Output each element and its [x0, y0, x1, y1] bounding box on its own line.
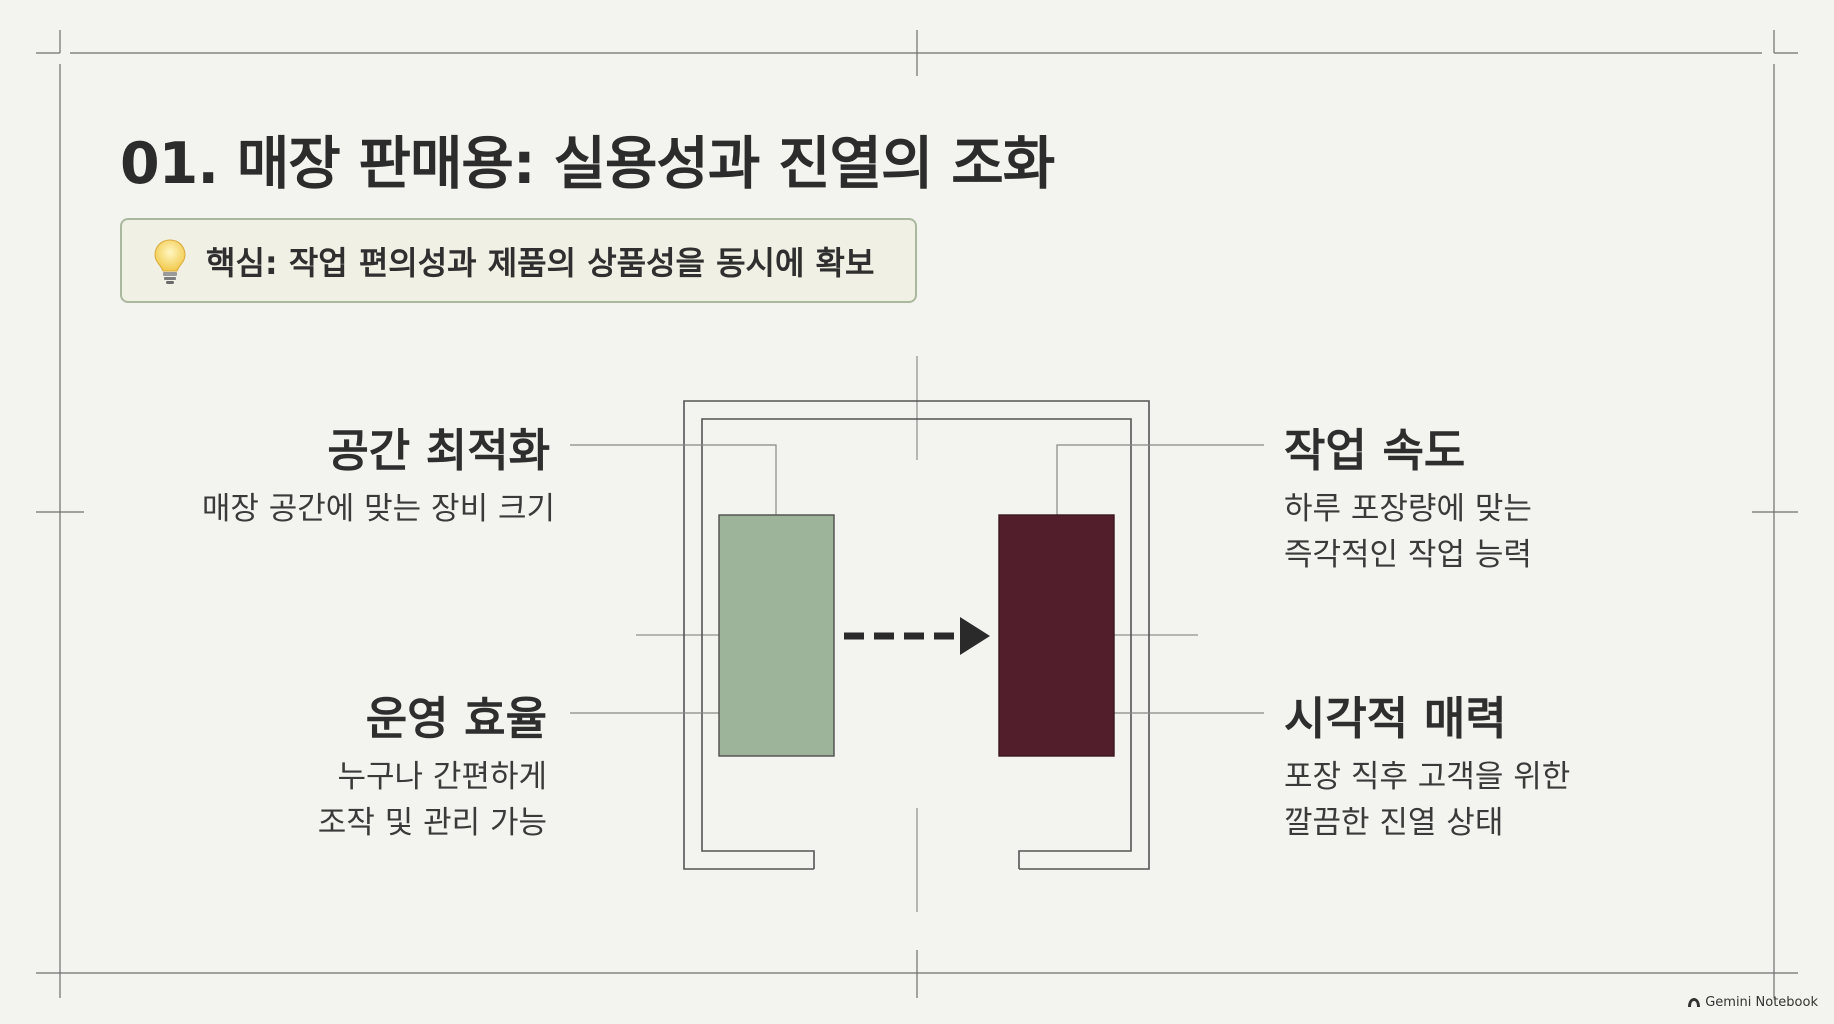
label-efficiency-desc: 누구나 간편하게 조작 및 관리 가능	[318, 754, 547, 846]
label-speed-desc-line2: 즉각적인 작업 능력	[1284, 537, 1532, 573]
page-title: 01. 매장 판매용: 실용성과 진열의 조화	[120, 131, 1055, 197]
label-speed-heading: 작업 속도	[1284, 424, 1466, 477]
footer-brand-text: Gemini Notebook	[1705, 995, 1818, 1010]
before-block	[718, 514, 835, 757]
enclosure-inner	[701, 418, 1132, 869]
leader-line-space	[570, 444, 777, 515]
label-efficiency-desc-line2: 조작 및 관리 가능	[317, 805, 547, 841]
process-arrow-icon	[960, 617, 990, 655]
label-visual-desc-line2: 깔끔한 진열 상태	[1284, 805, 1504, 841]
label-visual-heading: 시각적 매력	[1284, 692, 1507, 745]
label-visual-desc: 포장 직후 고객을 위한 깔끔한 진열 상태	[1284, 754, 1570, 846]
lightbulb-icon	[154, 238, 186, 284]
key-point-callout: 핵심: 작업 편의성과 제품의 상품성을 동시에 확보	[120, 218, 917, 303]
label-visual-appeal: 시각적 매력	[1284, 682, 1507, 747]
label-space-optimization: 공간 최적화	[327, 414, 550, 479]
label-speed-desc: 하루 포장량에 맞는 즉각적인 작업 능력	[1284, 486, 1532, 578]
leader-line-speed	[1056, 444, 1264, 515]
label-space-desc: 매장 공간에 맞는 장비 크기	[202, 486, 555, 532]
label-space-heading: 공간 최적화	[327, 424, 550, 477]
footer-brand: Gemini Notebook	[1687, 995, 1818, 1010]
after-block	[998, 514, 1115, 757]
label-work-speed: 작업 속도	[1284, 414, 1465, 479]
label-visual-desc-line1: 포장 직후 고객을 위한	[1284, 759, 1571, 795]
label-speed-desc-line1: 하루 포장량에 맞는	[1284, 491, 1532, 527]
label-operating-efficiency: 운영 효율	[366, 682, 547, 747]
key-point-text: 핵심: 작업 편의성과 제품의 상품성을 동시에 확보	[206, 243, 875, 282]
label-space-desc-line1: 매장 공간에 맞는 장비 크기	[201, 491, 555, 527]
label-efficiency-desc-line1: 누구나 간편하게	[337, 759, 548, 795]
enclosure-outer	[683, 400, 1150, 870]
notebook-logo-icon	[1688, 998, 1701, 1007]
label-efficiency-heading: 운영 효율	[365, 692, 547, 745]
